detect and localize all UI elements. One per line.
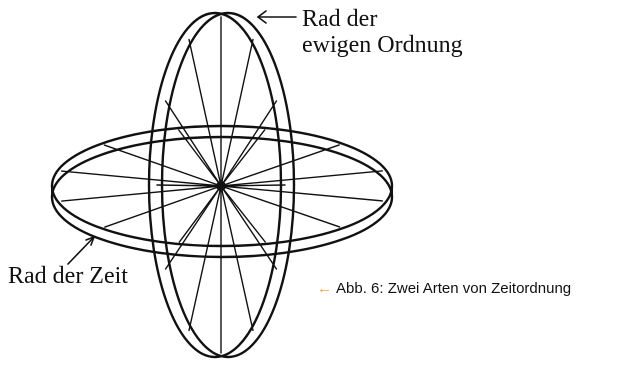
eternal-wheel-spoke — [156, 184, 222, 187]
caption-text: Abb. 6: Zwei Arten von Zeitordnung — [336, 280, 572, 297]
eternal-wheel-spoke — [188, 38, 222, 187]
leader-arrow-eternal — [256, 10, 297, 24]
label-eternal-line2: ewigen Ordnung — [302, 32, 463, 58]
hub — [216, 181, 226, 191]
spokes — [60, 16, 384, 354]
label-eternal-line1: Rad der — [302, 6, 378, 32]
time-wheel-spoke — [220, 185, 341, 228]
time-wheel — [50, 124, 394, 259]
eternal-wheel-spoke — [220, 100, 278, 187]
leader-arrow-time — [67, 235, 96, 265]
time-wheel-spoke — [60, 170, 222, 187]
eternal-wheel-spoke — [220, 185, 254, 332]
eternal-wheel-spoke — [188, 185, 222, 332]
time-wheel-spoke — [103, 144, 222, 187]
eternal-wheel-spoke — [164, 185, 222, 270]
time-wheel-spoke — [178, 185, 222, 243]
label-eternal-order: Rad der ewigen Ordnung — [302, 6, 463, 58]
eternal-wheel-spoke — [164, 100, 222, 187]
time-wheel-spoke — [104, 185, 222, 228]
eternal-wheel-spoke — [220, 38, 254, 187]
eternal-wheel-spoke — [220, 184, 286, 187]
label-time-wheel: Rad der Zeit — [8, 263, 128, 289]
time-wheel-spoke — [220, 185, 266, 243]
time-wheel-spoke — [220, 144, 340, 187]
arrow-left-icon: ← — [317, 280, 332, 297]
time-wheel-spoke — [220, 170, 383, 187]
figure-caption: ←Abb. 6: Zwei Arten von Zeitordnung — [317, 280, 571, 297]
time-wheel-spoke — [220, 185, 384, 202]
time-wheel-spoke — [61, 185, 222, 202]
eternal-wheel-spoke — [220, 185, 278, 270]
time-wheel-spoke — [220, 129, 266, 187]
time-wheel-spoke — [178, 129, 222, 187]
